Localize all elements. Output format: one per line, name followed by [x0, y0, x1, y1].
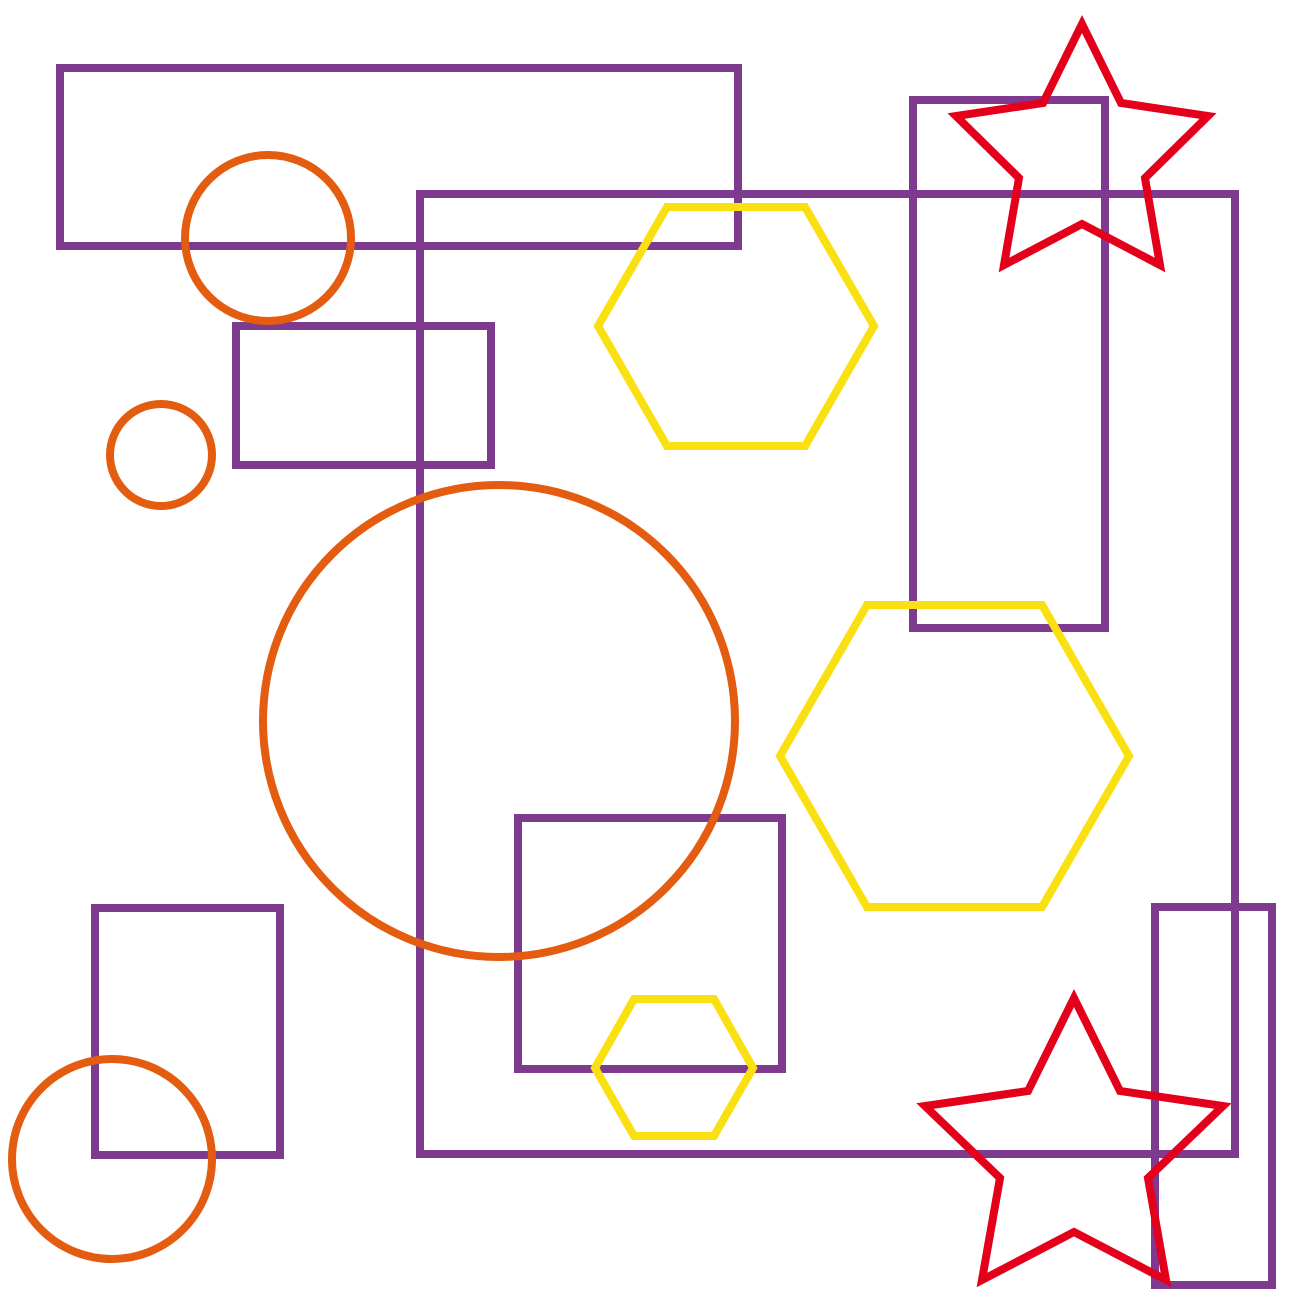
hexagon-top-center	[593, 203, 879, 450]
rectangle-small-left	[232, 322, 495, 469]
rectangle-large-center	[416, 190, 1239, 1158]
circle-large-center	[259, 481, 739, 961]
rectangle-tall-right	[909, 96, 1109, 632]
star-top-right	[947, 14, 1217, 273]
rectangle-center-lower	[514, 814, 786, 1073]
circle-top-left	[181, 151, 355, 325]
circle-bottom-left	[8, 1055, 216, 1263]
hexagon-small-bottom	[590, 995, 758, 1140]
hexagon-large-right	[775, 601, 1134, 911]
circle-small-left	[106, 400, 216, 510]
rectangle-bottom-left	[91, 904, 284, 1159]
star-bottom-right	[916, 988, 1232, 1288]
rectangle-top-left-wide	[56, 64, 742, 250]
